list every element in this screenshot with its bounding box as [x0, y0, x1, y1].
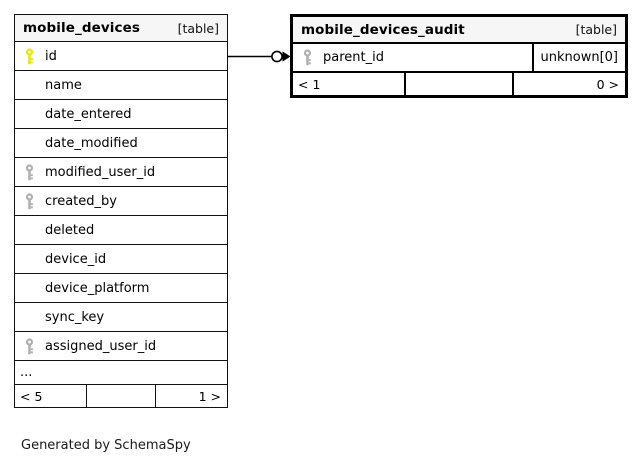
column-row-date-modified[interactable]: date_modified — [15, 129, 227, 158]
no-key-placeholder — [15, 216, 43, 244]
column-name: device_platform — [45, 280, 150, 296]
table-kind-label: [table] — [177, 20, 219, 36]
table-node-mobile-devices-audit[interactable]: mobile_devices_audit [table] parent_id u… — [290, 14, 628, 98]
table-header-mobile-devices[interactable]: mobile_devices [table] — [15, 15, 227, 42]
no-key-placeholder — [15, 129, 43, 157]
column-name: parent_id — [323, 50, 384, 65]
no-key-placeholder — [15, 100, 43, 128]
column-name: name — [45, 77, 82, 93]
column-row-device-platform[interactable]: device_platform — [15, 274, 227, 303]
foreign-key-icon — [15, 332, 43, 360]
column-name: id — [45, 48, 57, 64]
column-name: date_modified — [45, 135, 138, 151]
column-name: sync_key — [45, 309, 105, 325]
table-footer-pager[interactable]: < 5 1 > — [15, 385, 227, 407]
more-columns-indicator[interactable]: ... — [15, 361, 227, 385]
table-header-mobile-devices-audit[interactable]: mobile_devices_audit [table] — [293, 17, 625, 44]
column-name: modified_user_id — [45, 164, 156, 180]
no-key-placeholder — [15, 303, 43, 331]
pager-middle-label[interactable] — [404, 73, 514, 95]
column-name: deleted — [45, 222, 95, 238]
relationship-mobile-devices-to-audit — [228, 50, 291, 63]
column-row-modified-user-id[interactable]: modified_user_id — [15, 158, 227, 187]
column-name: device_id — [45, 251, 107, 267]
table-title: mobile_devices — [23, 20, 141, 36]
column-row-name[interactable]: name — [15, 71, 227, 100]
table-kind-label: [table] — [575, 22, 617, 37]
foreign-key-icon — [293, 44, 321, 71]
foreign-key-icon — [15, 158, 43, 186]
pager-middle-label[interactable] — [86, 385, 156, 407]
foreign-key-icon — [15, 187, 43, 215]
column-row-assigned-user-id[interactable]: assigned_user_id — [15, 332, 227, 361]
pager-next-label[interactable]: 0 > — [596, 76, 619, 92]
column-name: created_by — [45, 193, 117, 209]
column-row-deleted[interactable]: deleted — [15, 216, 227, 245]
column-row-sync-key[interactable]: sync_key — [15, 303, 227, 332]
pager-next-label[interactable]: 1 > — [198, 388, 221, 404]
table-title: mobile_devices_audit — [301, 21, 465, 38]
column-row-created-by[interactable]: created_by — [15, 187, 227, 216]
column-row-id[interactable]: id — [15, 42, 227, 71]
no-key-placeholder — [15, 245, 43, 273]
no-key-placeholder — [15, 274, 43, 302]
more-columns-label: ... — [20, 364, 33, 380]
column-row-parent-id[interactable]: parent_id unknown[0] — [293, 44, 625, 73]
column-type: unknown[0] — [531, 44, 626, 71]
table-footer-pager[interactable]: < 1 0 > — [293, 73, 625, 95]
pager-prev-label[interactable]: < 5 — [20, 388, 43, 404]
column-name: assigned_user_id — [45, 338, 157, 354]
generated-by-caption: Generated by SchemaSpy — [21, 438, 191, 453]
table-node-mobile-devices[interactable]: mobile_devices [table] id name — [14, 14, 228, 408]
cardinality-zero-circle — [271, 50, 283, 63]
no-key-placeholder — [15, 71, 43, 99]
column-name: date_entered — [45, 106, 132, 122]
column-row-device-id[interactable]: device_id — [15, 245, 227, 274]
column-row-date-entered[interactable]: date_entered — [15, 100, 227, 129]
pager-prev-label[interactable]: < 1 — [298, 76, 321, 92]
primary-key-icon — [15, 42, 43, 70]
